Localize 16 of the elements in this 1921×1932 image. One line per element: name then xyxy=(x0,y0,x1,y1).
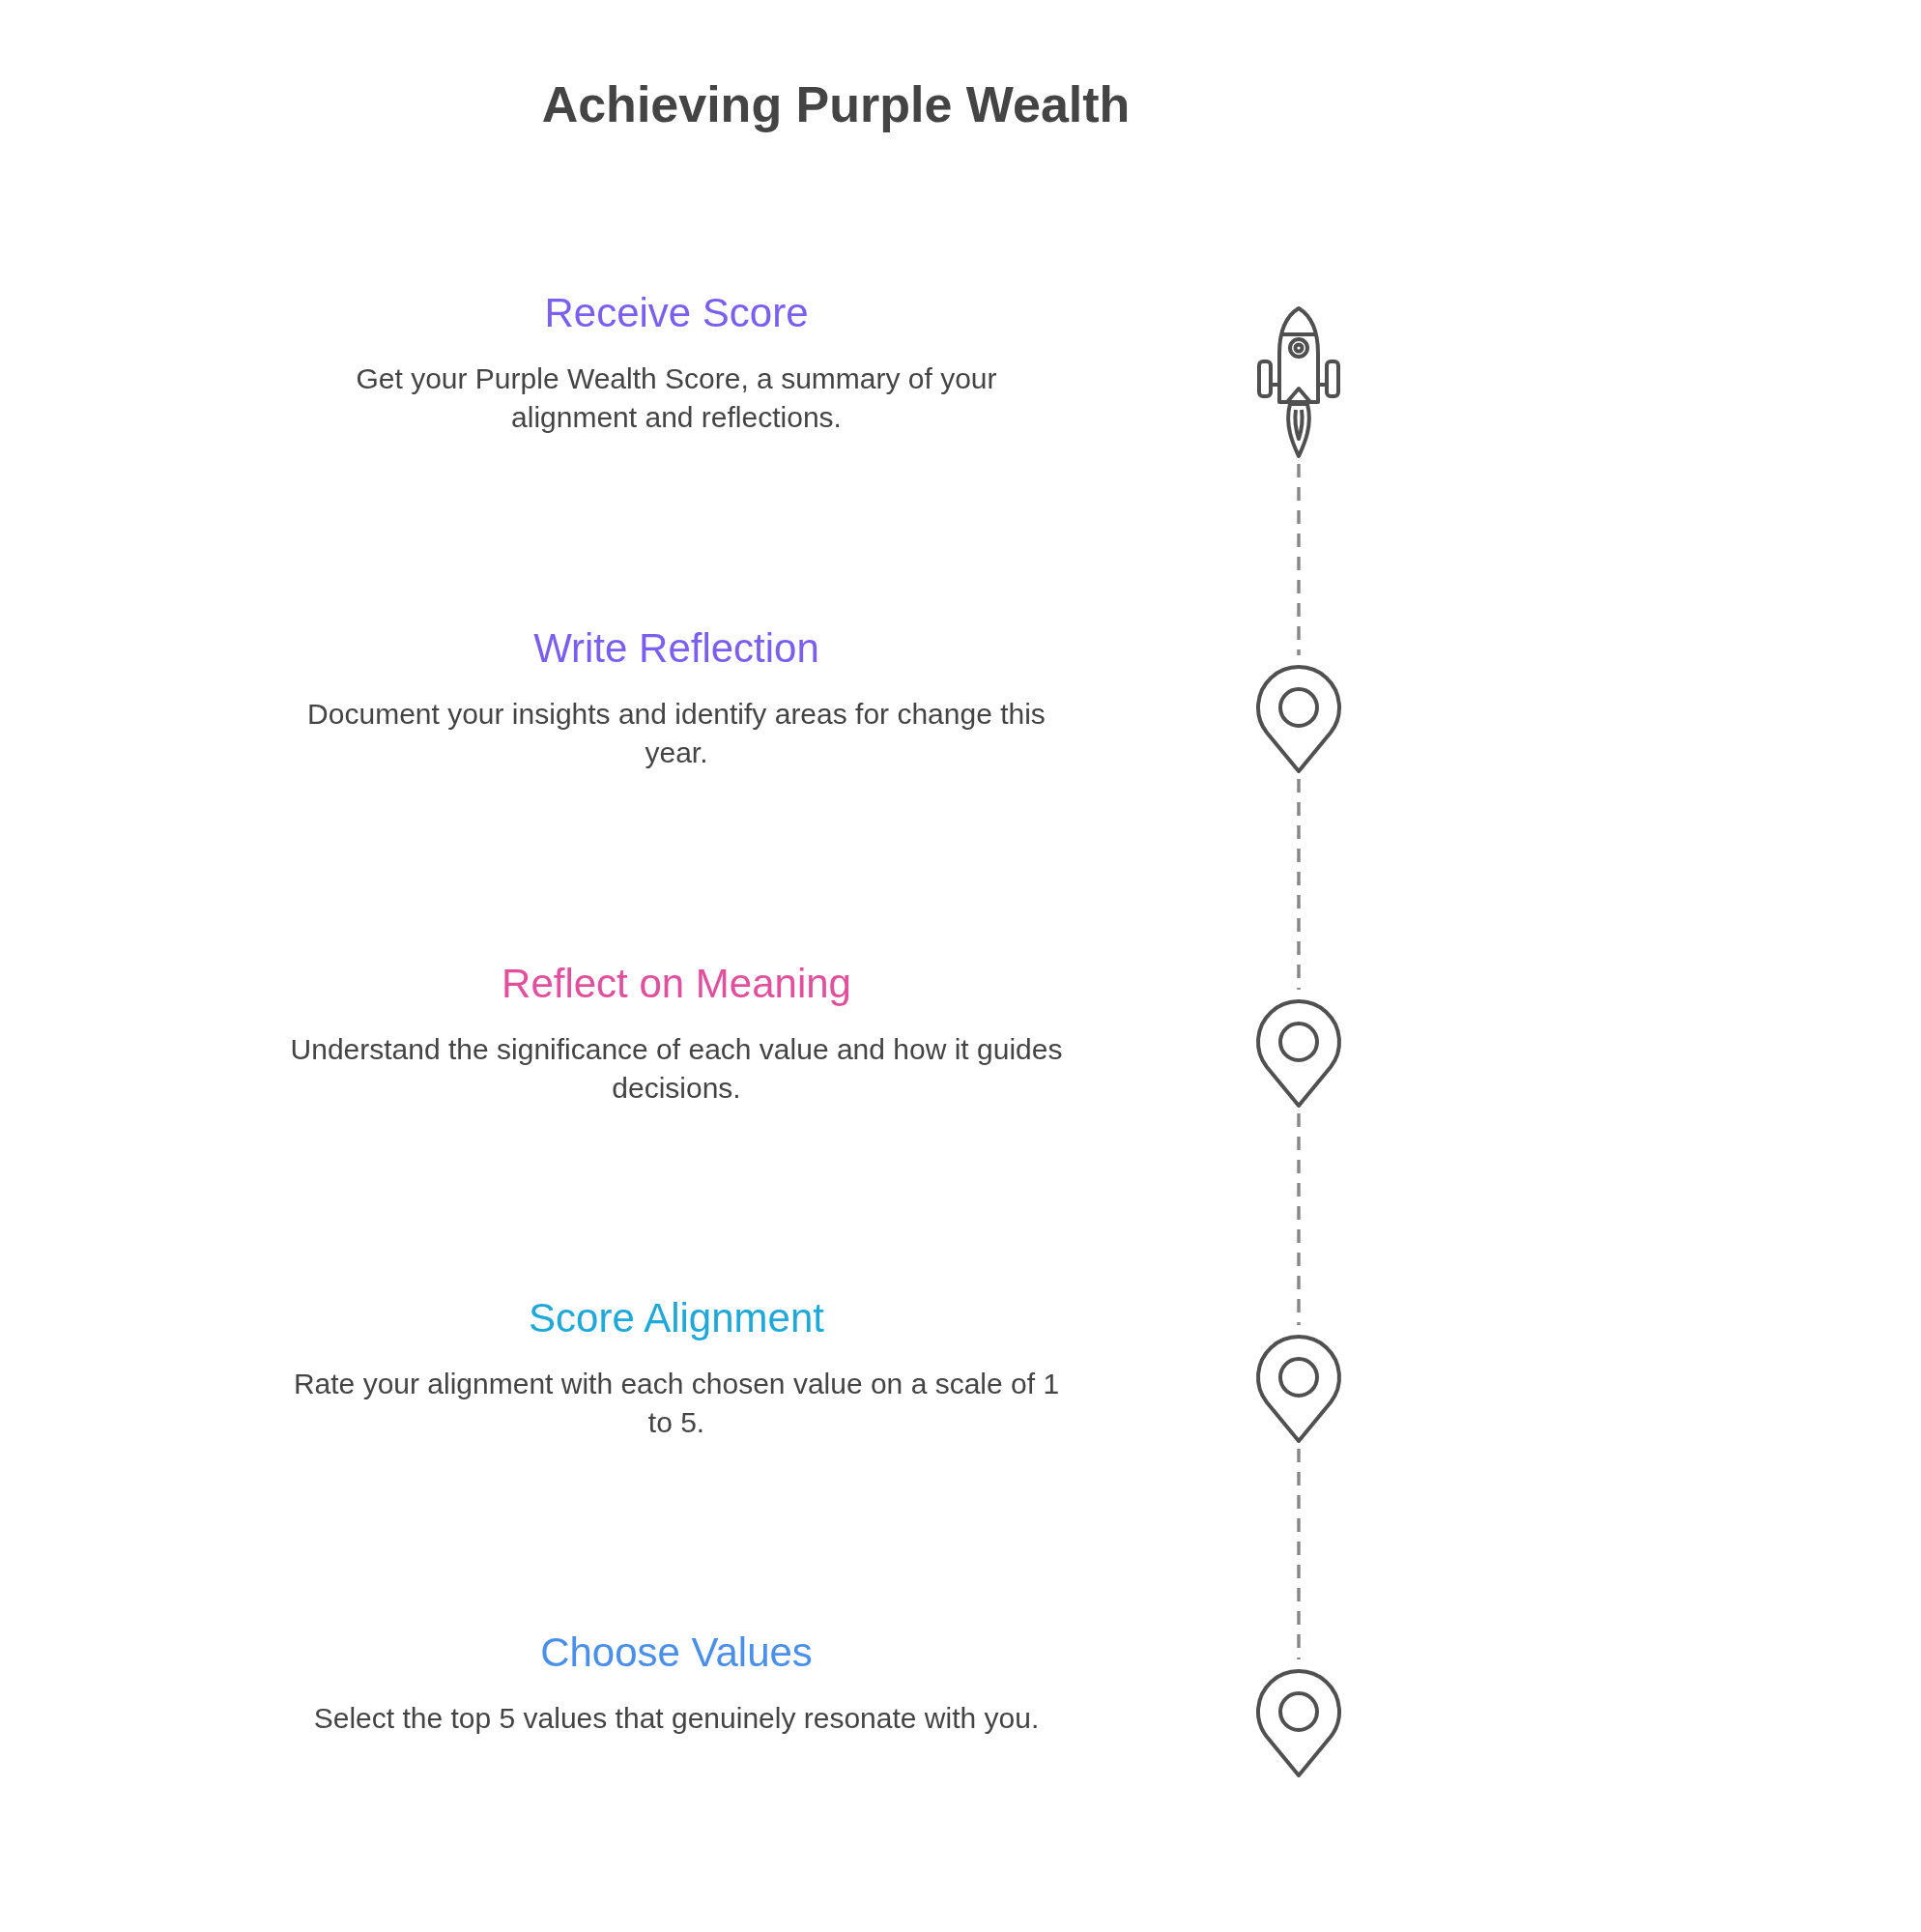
step-heading: Receive Score xyxy=(544,290,809,336)
rocket-icon xyxy=(1255,305,1342,460)
step-description: Understand the significance of each value and how it guides decisions. xyxy=(290,1032,1063,1106)
dashed-connector xyxy=(1297,779,1301,990)
step-heading: Write Reflection xyxy=(533,625,819,672)
step-description: Rate your alignment with each chosen value on a scale of 1 to 5. xyxy=(292,1367,1061,1440)
dashed-connector xyxy=(1297,464,1301,655)
diagram-title: Achieving Purple Wealth xyxy=(540,75,1132,133)
step-heading: Score Alignment xyxy=(529,1295,824,1341)
step-description: Select the top 5 values that genuinely resonate with you. xyxy=(312,1701,1041,1736)
step-heading: Reflect on Meaning xyxy=(502,961,851,1007)
dashed-connector xyxy=(1297,1449,1301,1659)
step-description: Document your insights and identify areas for change this year. xyxy=(306,697,1047,770)
step-heading: Choose Values xyxy=(540,1629,813,1676)
step-description: Get your Purple Wealth Score, a summary of your alignment and reflections. xyxy=(355,361,998,435)
dashed-connector xyxy=(1297,1113,1301,1325)
